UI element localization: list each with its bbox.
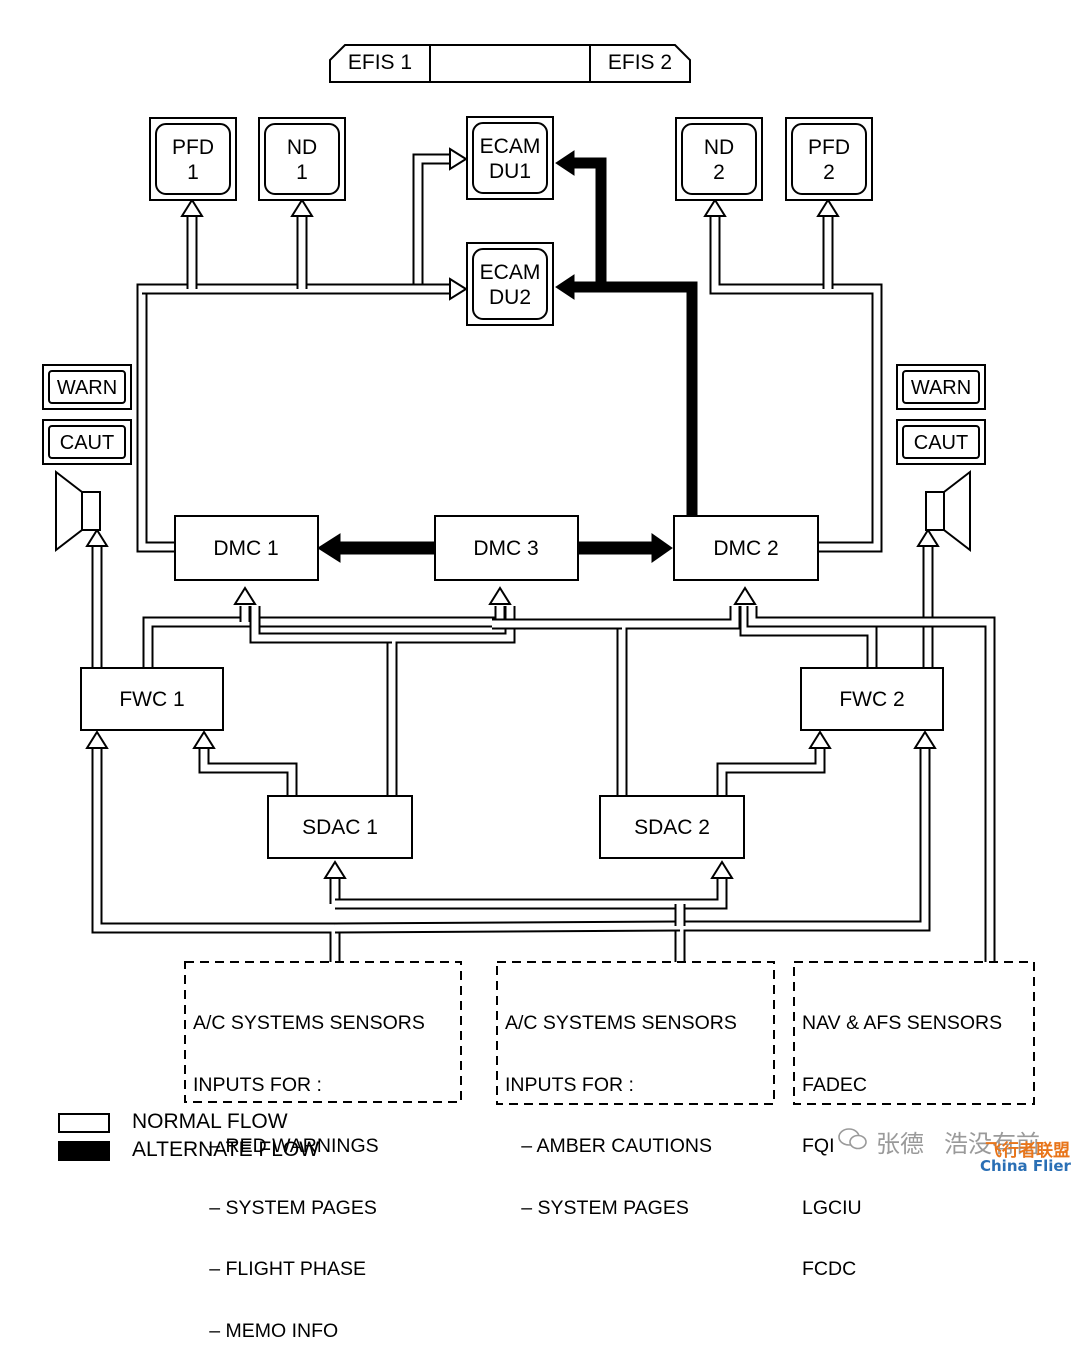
svg-text:FWC 2: FWC 2: [839, 688, 904, 711]
svg-text:DU1: DU1: [489, 160, 531, 183]
warn-light-right: WARN: [896, 364, 986, 410]
pfd-2-unit: PFD 2: [785, 117, 873, 201]
sdac-1-box: SDAC 1: [267, 795, 413, 859]
svg-text:1: 1: [187, 161, 199, 184]
sensor-box-right: [793, 961, 1035, 1105]
svg-text:ND: ND: [287, 136, 317, 159]
svg-text:WARN: WARN: [911, 377, 971, 399]
wechat-icon: [838, 1128, 868, 1150]
loudspeaker-left-icon: [55, 469, 101, 553]
svg-text:2: 2: [823, 161, 835, 184]
svg-text:WARN: WARN: [57, 377, 117, 399]
svg-text:FWC 1: FWC 1: [119, 688, 184, 711]
normal-flow-left-bus: [136, 153, 452, 553]
svg-text:PFD: PFD: [808, 136, 850, 159]
legend-normal-label: NORMAL FLOW: [132, 1110, 288, 1133]
warn-light-left: WARN: [42, 364, 132, 410]
sensor-text-middle: A/C SYSTEMS SENSORS INPUTS FOR : – AMBER…: [505, 1012, 737, 1219]
svg-text:DMC 3: DMC 3: [473, 537, 538, 560]
fwc-1-box: FWC 1: [80, 667, 224, 731]
caut-light-left: CAUT: [42, 419, 132, 465]
efis-panel: EFIS 1 EFIS 2: [329, 44, 691, 83]
svg-text:1: 1: [296, 161, 308, 184]
alternate-flow-lines: [317, 150, 698, 563]
efis-1-label: EFIS 1: [348, 51, 412, 74]
sensor-box-left: [184, 961, 462, 1103]
svg-text:SDAC 1: SDAC 1: [302, 816, 378, 839]
nd-2-unit: ND 2: [675, 117, 763, 201]
normal-flow-right-bus: [709, 214, 883, 553]
watermark-text-left: 张德: [876, 1130, 924, 1158]
efis-2-label: EFIS 2: [608, 51, 672, 74]
svg-text:ECAM: ECAM: [480, 261, 541, 284]
watermark-brand: 飞行者联盟: [985, 1141, 1070, 1161]
ecam-du1-unit: ECAM DU1: [466, 116, 554, 200]
sensor-box-middle: [496, 961, 775, 1105]
watermark-text-mid: 浩没有前: [944, 1130, 1040, 1158]
svg-text:CAUT: CAUT: [914, 432, 968, 454]
loudspeaker-right-icon: [925, 469, 971, 553]
svg-text:CAUT: CAUT: [60, 432, 114, 454]
fwc-2-box: FWC 2: [800, 667, 944, 731]
normal-flow-lines: [91, 153, 996, 962]
svg-text:ND: ND: [704, 136, 734, 159]
svg-text:ECAM: ECAM: [480, 135, 541, 158]
svg-text:DMC 1: DMC 1: [213, 537, 278, 560]
dmc-3-box: DMC 3: [434, 515, 579, 581]
watermark-brand-en: China Flier: [980, 1157, 1071, 1175]
dmc-1-box: DMC 1: [174, 515, 319, 581]
svg-text:SDAC 2: SDAC 2: [634, 816, 710, 839]
normal-flow-arrowheads: [85, 147, 940, 879]
svg-text:DU2: DU2: [489, 286, 531, 309]
svg-text:DMC 2: DMC 2: [713, 537, 778, 560]
caut-light-right: CAUT: [896, 419, 986, 465]
dmc-2-box: DMC 2: [673, 515, 819, 581]
pfd-1-unit: PFD 1: [149, 117, 237, 201]
sensor-text-left: A/C SYSTEMS SENSORS INPUTS FOR : – RED W…: [193, 1012, 425, 1342]
svg-text:2: 2: [713, 161, 725, 184]
ecam-du2-unit: ECAM DU2: [466, 242, 554, 326]
nd-1-unit: ND 1: [258, 117, 346, 201]
legend-normal-swatch: [58, 1113, 110, 1133]
sdac-2-box: SDAC 2: [599, 795, 745, 859]
legend-alternate-swatch: [58, 1141, 110, 1161]
svg-text:PFD: PFD: [172, 136, 214, 159]
legend-alternate-label: ALTERNATE FLOW: [132, 1138, 320, 1161]
